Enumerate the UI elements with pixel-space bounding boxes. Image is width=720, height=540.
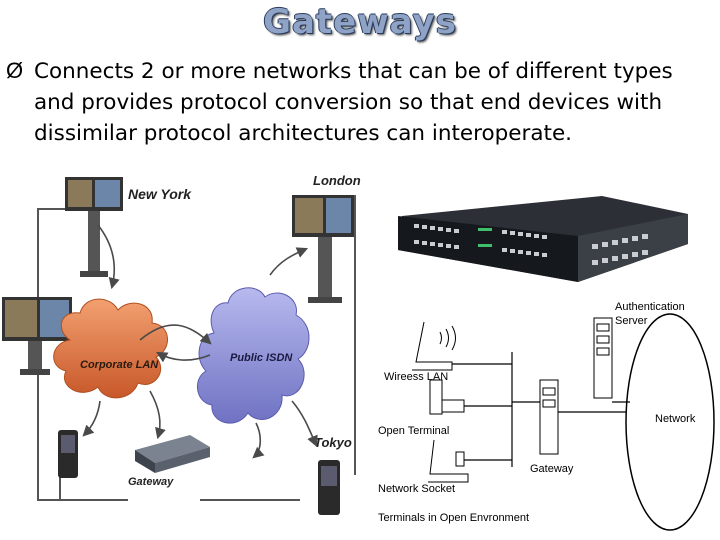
gateway-device-left [135,435,210,473]
gateway-box-icon [539,379,559,455]
gateway-label-left: Gateway [128,476,174,488]
auth-server-label-2: Server [615,315,648,327]
network-label: Network [655,413,696,425]
rack-gateway-device [398,196,688,282]
status-led-icons [478,228,492,247]
desk-phone-left [58,430,78,478]
server-icon [593,317,613,399]
public-isdn-label: Public ISDN [230,352,293,364]
new-york-videophone [65,177,123,277]
network-diagram-left: New York London Tokyo Corporate LAN Publ… [2,173,361,515]
gateway-schematic: Network Authentication Server Gateway Wi… [378,301,715,531]
open-terminal-icon [429,379,465,415]
wireless-lan-label: Wireess LAN [384,371,448,383]
new-york-label: New York [128,186,192,202]
desk-phone-tokyo [318,460,340,515]
network-socket-icon [428,439,469,483]
network-socket-label: Network Socket [378,483,455,495]
london-label: London [313,173,361,188]
london-videophone [292,195,354,303]
bullet-text: Connects 2 or more networks that can be … [34,59,673,146]
tokyo-label: Tokyo [314,435,352,450]
port-group-bottom [414,240,547,257]
arrow-bullet-icon: Ø [6,58,24,83]
public-isdn-cloud [197,287,310,424]
network-ellipse [625,313,715,531]
corporate-lan-cloud [53,298,168,399]
slide-title: Gateways [263,2,457,42]
wireless-laptop-icon [412,321,456,371]
open-terminal-label: Open Terminal [378,425,449,437]
terminals-label: Terminals in Open Envronment [378,512,529,524]
gateway-label-right: Gateway [530,463,574,475]
port-group-top [414,224,547,239]
auth-server-label: Authentication [615,301,685,313]
corporate-lan-label: Corporate LAN [80,359,159,371]
